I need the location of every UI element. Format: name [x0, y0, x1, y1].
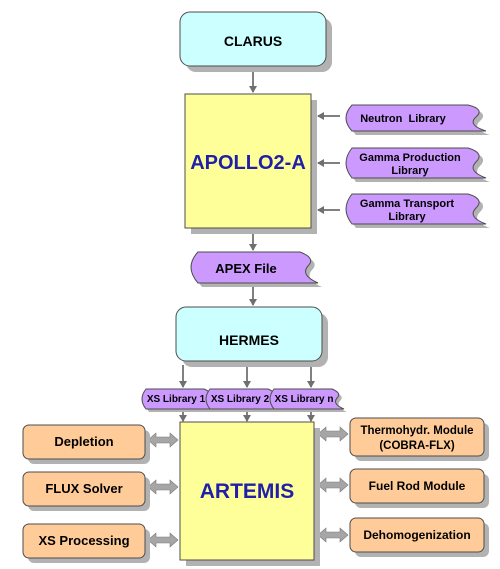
apollo-node: APOLLO2-A	[184, 93, 317, 234]
bidir-arrow-dehomogenization	[317, 527, 349, 543]
artemis-node: ARTEMIS	[179, 421, 320, 566]
xs-library-1-tape: XS Library 1	[141, 388, 219, 412]
xs-processing-label: XS Processing	[38, 533, 129, 548]
gamma-production-library-tape: Gamma Production Library	[345, 147, 490, 182]
apollo-box	[184, 93, 312, 229]
bidir-arrow-flux-solver	[147, 479, 179, 495]
fuel-rod-node: Fuel Rod Module	[349, 468, 489, 508]
depletion-label: Depletion	[54, 434, 113, 449]
xs-library-n-label: XS Library n	[275, 394, 334, 405]
hermes-node: HERMES	[175, 306, 328, 367]
hermes-label: HERMES	[219, 332, 279, 348]
xs-library-n-shape	[269, 388, 345, 410]
depletion-node: Depletion	[22, 424, 150, 464]
neutron-library-shape	[345, 104, 487, 132]
neutron-library-label: Neutron Library	[360, 113, 446, 125]
xs-library-2-label: XS Library 2	[211, 394, 270, 405]
dehomogenization-box	[349, 517, 485, 553]
xs-processing-box	[22, 523, 146, 559]
fuel-rod-box	[349, 468, 485, 504]
xs-processing-node: XS Processing	[22, 523, 150, 563]
apex-file-shape	[190, 251, 319, 284]
clarus-label: CLARUS	[224, 33, 282, 49]
thermohydr-box	[349, 417, 485, 457]
xs-library-2-tape: XS Library 2	[205, 388, 283, 412]
gamma-transport-library-label-line1: Gamma Transport	[360, 198, 454, 210]
flux-solver-box	[22, 471, 146, 507]
thermohydr-node: Thermohydr. Module (COBRA-FLX)	[349, 417, 489, 461]
clarus-node: CLARUS	[179, 11, 332, 72]
flux-solver-node: FLUX Solver	[22, 471, 150, 511]
gamma-transport-library-shape	[345, 193, 487, 225]
bidir-arrow-xs-processing	[147, 532, 179, 548]
bidir-arrow-thermohydr	[317, 426, 349, 442]
apex-file-tape: APEX File	[190, 251, 322, 287]
gamma-transport-library-label-line2: Library	[388, 211, 426, 223]
apex-file-label: APEX File	[215, 261, 276, 276]
bidir-arrows	[147, 426, 349, 548]
hermes-box	[175, 306, 323, 362]
xs-library-n-tape: XS Library n	[269, 388, 347, 412]
fuel-rod-label: Fuel Rod Module	[369, 479, 466, 493]
thermohydr-label-line1: Thermohydr. Module	[360, 425, 473, 437]
dehomogenization-label: Dehomogenization	[363, 528, 470, 542]
gamma-transport-library-tape: Gamma Transport Library	[345, 193, 490, 228]
clarus-box	[179, 11, 327, 67]
gamma-production-library-shape	[345, 147, 487, 179]
thermohydr-label-line2: (COBRA-FLX)	[379, 440, 455, 452]
depletion-box	[22, 424, 146, 460]
neutron-library-tape: Neutron Library	[345, 104, 490, 135]
artemis-label: ARTEMIS	[200, 480, 295, 503]
bidir-arrow-fuel-rod	[317, 477, 349, 493]
gamma-production-library-label-line1: Gamma Production	[359, 152, 461, 164]
dehomogenization-node: Dehomogenization	[349, 517, 489, 557]
bidir-arrow-depletion	[147, 432, 179, 448]
artemis-box	[179, 421, 315, 561]
flux-solver-label: FLUX Solver	[45, 481, 122, 496]
xs-library-1-label: XS Library 1	[147, 394, 206, 405]
gamma-production-library-label-line2: Library	[391, 165, 429, 177]
apollo-label: APOLLO2-A	[190, 152, 306, 174]
